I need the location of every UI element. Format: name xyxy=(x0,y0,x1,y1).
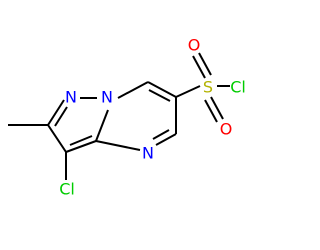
bond-s-o-bottom-a xyxy=(210,96,224,120)
bond-n1-c2 xyxy=(47,99,65,126)
bond-s-o-top-b xyxy=(198,52,212,76)
chemical-structure-diagram: N N N Cl S O O Cl xyxy=(8,36,246,199)
nitrogen-atom-label: N xyxy=(65,88,77,107)
sulfur-atom-label: S xyxy=(203,78,213,97)
chlorine-atom-label: Cl xyxy=(59,180,75,199)
chlorine-atom-label: Cl xyxy=(230,78,246,97)
oxygen-atom-label: O xyxy=(220,120,233,139)
structure-canvas: N N N Cl S O O Cl xyxy=(8,35,246,199)
bond-n1-c2-inner xyxy=(54,106,68,127)
bond-c5-n4-inner xyxy=(152,129,170,140)
bond-c3a-n2 xyxy=(95,109,109,142)
bond-c5-n4 xyxy=(155,133,177,146)
bond-c6-s xyxy=(175,85,201,98)
bond-c7-c6 xyxy=(147,81,177,98)
bond-s-o-top-a xyxy=(192,55,206,79)
oxygen-atom-label: O xyxy=(188,36,201,55)
bond-c7-c6-inner xyxy=(148,89,171,102)
bond-n4-c3a xyxy=(95,140,141,151)
bond-s-o-bottom-b xyxy=(204,99,218,123)
atom-labels: N N N Cl S O O Cl xyxy=(59,36,246,199)
bond-c3-c3a xyxy=(65,140,97,153)
nitrogen-atom-label: N xyxy=(101,88,113,107)
bond-c2-c3 xyxy=(47,124,67,153)
nitrogen-atom-label: N xyxy=(142,144,154,163)
bonds xyxy=(8,52,230,180)
bond-n2-c7 xyxy=(117,81,149,99)
bond-c3-c3a-inner xyxy=(69,135,93,146)
